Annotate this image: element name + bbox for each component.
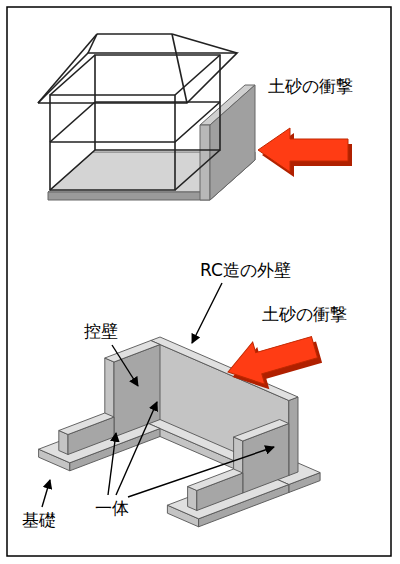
- impact-arrow: [222, 325, 325, 399]
- slab-edge: [48, 192, 210, 200]
- label-slot: 土砂の衝撃: [268, 76, 353, 96]
- block-top: [105, 341, 160, 363]
- concrete-block: [188, 469, 243, 511]
- label-slot: RC造の外壁: [200, 260, 291, 280]
- leader-lines: [42, 283, 274, 507]
- leader-line: [108, 433, 116, 495]
- wall-label: RC造の外壁: [200, 260, 291, 280]
- block-side: [289, 397, 298, 476]
- block-top: [188, 469, 243, 491]
- joint-label: 一体: [95, 498, 129, 518]
- leader-line: [128, 447, 274, 497]
- leader-line: [42, 480, 50, 507]
- frame: [7, 7, 391, 556]
- block-top: [234, 420, 289, 442]
- leader-line: [112, 345, 138, 386]
- house-figure: [38, 34, 352, 200]
- label-slot: 控壁: [84, 321, 118, 341]
- block-top: [59, 413, 114, 435]
- impact-arrow: [258, 128, 352, 177]
- footing-label: 基礎: [22, 510, 56, 530]
- label-slot: 一体: [95, 498, 129, 518]
- leader-line: [192, 283, 222, 343]
- impact-label: 土砂の衝撃: [268, 76, 353, 96]
- label-slot: 土砂の衝撃: [262, 304, 347, 324]
- house-wireframe: [38, 34, 237, 190]
- concrete-block: [59, 413, 114, 455]
- leader-line: [116, 402, 157, 495]
- label-slot: 基礎: [22, 510, 56, 530]
- impact-label: 土砂の衝撃: [262, 304, 347, 324]
- buttress-label: 控壁: [84, 321, 118, 341]
